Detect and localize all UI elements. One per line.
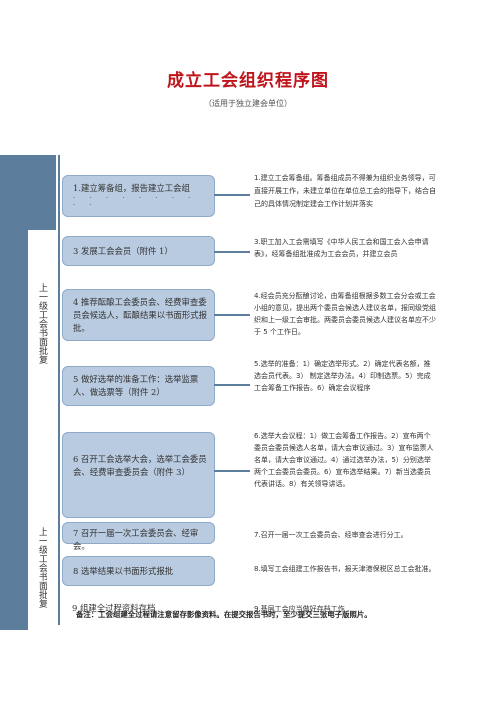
step-8-box: 8 选举结果以书面形式报批 [62,556,215,586]
desc-step-7: 7.召开一届一次工会委员会、经审查会进行分工。 [254,531,408,539]
desc-step-6: 6.选举大会议程：1）做工会筹备工作报告。2）宣布两个委员会委员候选人名单，请大… [254,432,434,488]
connector-step-6 [214,470,250,472]
footer-note: 备注：工会组建全过程请注意留存影像资料。在提交报告书时，至少提交三张电子版照片。 [76,610,372,619]
side-label-approval-2: 上一级工会书面批复 [37,527,47,608]
connector-step-5 [214,384,250,386]
step-5-label: 5 做好选举的准备工作：选举监票人、做选票等（附件 2） [73,374,199,397]
desc-step-8: 8.填写工会组建工作报告书，报天津港保税区总工会批准。 [254,565,436,573]
side-label-approval: 上一级工会书面批复 [37,283,47,364]
step-1-box: 1.建立筹备组，报告建立工会组 · · · · · · · · · · [62,175,215,217]
step-6-box: 6 召开工会选举大会，选举工会委员会、经费审查委员会（附件 3） [62,432,215,518]
desc-step-1: 1.建立工会筹备组。筹备组成员不得兼为组织业务领导，可直接开展工作，未建立单位在… [254,174,436,208]
left-label-panel [28,230,58,630]
connector-step-3 [214,251,250,253]
connector-step-4 [214,314,250,316]
step-8-label: 8 选举结果以书面形式报批 [73,566,174,576]
step-4-label: 4 推荐酝酿工会委员会、经费审查委员会候选人，酝酿结果以书面形式报批。 [73,297,207,333]
connector-step-1 [214,194,250,196]
step-3-box: 3 发展工会会员（附件 1） [62,236,215,266]
step-7-box: 7 召开一届一次工会委员会、经审会。 [62,522,215,551]
connector-vertical-line [58,155,60,625]
step-6-label: 6 召开工会选举大会，选举工会委员会、经费审查委员会（附件 3） [73,454,207,477]
step-9-box: 9 组建全过程资料存档 [62,600,215,618]
page-title: 成立工会组织程序图 [167,71,329,91]
step-1-dots: · · · · · · · · · · [73,194,197,209]
desc-step-4: 4.经会员充分酝酿讨论，由筹备组根据多数工会分会或工会小组的意见，提出两个委员会… [254,292,436,336]
step-5-box: 5 做好选举的准备工作：选举监票人、做选票等（附件 2） [62,366,215,406]
page-subtitle: （适用于独立建会单位） [204,99,292,108]
step-7-label: 7 召开一届一次工会委员会、经审会。 [73,528,199,551]
step-3-label: 3 发展工会会员（附件 1） [73,246,173,256]
desc-step-9: 9.基层工会应当做好存档工作 [254,605,345,613]
step-1-label: 1.建立筹备组，报告建立工会组 [73,183,190,193]
step-9-label: 9 组建全过程资料存档 [72,603,156,613]
desc-step-5: 5.选举的准备：1）确定选举形式。2）确定代表名额，推选会员代表。3） 制定选举… [254,360,431,392]
step-4-box: 4 推荐酝酿工会委员会、经费审查委员会候选人，酝酿结果以书面形式报批。 [62,289,215,341]
desc-step-3: 3.职工加入工会需填写《中华人民工会和国工会入会申请表》，经筹备组批准成为工会会… [254,238,429,258]
